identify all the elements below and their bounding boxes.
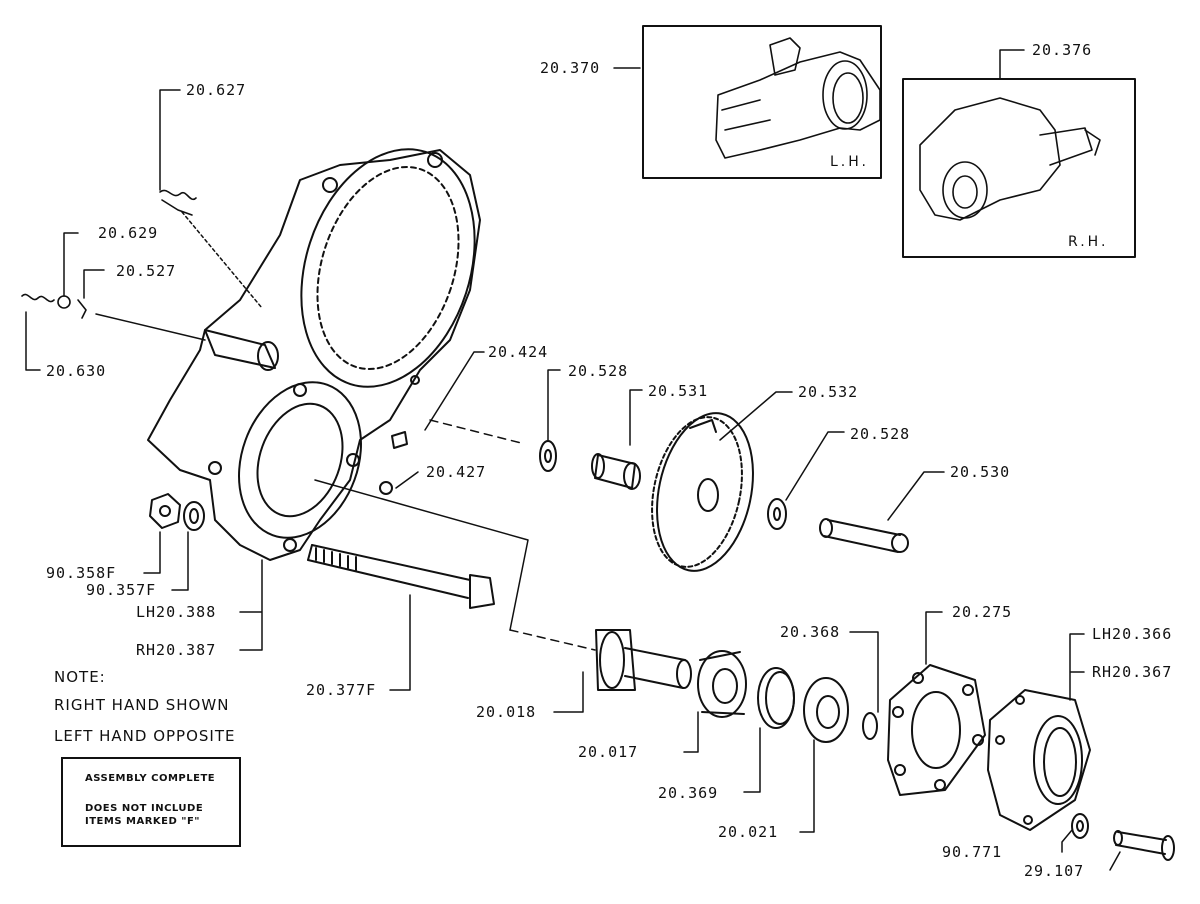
label-20-021: 20.021 bbox=[718, 823, 779, 841]
label-20-369: 20.369 bbox=[658, 784, 719, 802]
label-rh20-387: RH20.387 bbox=[136, 641, 217, 659]
main-housing bbox=[147, 148, 481, 561]
label-lh20-388: LH20.388 bbox=[136, 603, 217, 621]
label-20-376: 20.376 bbox=[1032, 41, 1093, 59]
bolt-29-107 bbox=[1113, 830, 1175, 861]
label-90-358f: 90.358F bbox=[46, 564, 117, 582]
inset-box-rh bbox=[902, 78, 1136, 258]
inset-lh-housing bbox=[715, 37, 881, 159]
label-20-527: 20.527 bbox=[116, 262, 177, 280]
assembly-note-box: ASSEMBLY COMPLETE DOES NOT INCLUDE ITEMS… bbox=[61, 757, 241, 847]
label-90-357f: 90.357F bbox=[86, 581, 157, 599]
label-20-018: 20.018 bbox=[476, 703, 537, 721]
inset-lh-caption: L.H. bbox=[830, 154, 869, 170]
label-20-627: 20.627 bbox=[186, 81, 247, 99]
label-20-528-right: 20.528 bbox=[850, 425, 911, 443]
label-20-370: 20.370 bbox=[540, 59, 601, 77]
label-lh20-366: LH20.366 bbox=[1092, 625, 1173, 643]
note-heading: NOTE: bbox=[54, 668, 106, 686]
label-20-629: 20.629 bbox=[98, 224, 159, 242]
washer-90-771 bbox=[1071, 813, 1089, 839]
inset-box-lh bbox=[642, 25, 882, 179]
label-20-532: 20.532 bbox=[798, 383, 859, 401]
gear-20-532 bbox=[651, 412, 754, 572]
label-90-771: 90.771 bbox=[942, 843, 1003, 861]
label-20-530: 20.530 bbox=[950, 463, 1011, 481]
label-20-424: 20.424 bbox=[488, 343, 549, 361]
label-20-275: 20.275 bbox=[952, 603, 1013, 621]
box-note-line-1: ASSEMBLY COMPLETE bbox=[85, 773, 216, 784]
box-note-line-2: DOES NOT INCLUDE bbox=[85, 803, 204, 814]
shaft-20-530 bbox=[819, 518, 909, 553]
roller-20-531 bbox=[591, 453, 641, 490]
washer-20-528-right bbox=[767, 498, 787, 530]
inset-rh-caption: R.H. bbox=[1068, 234, 1109, 250]
label-rh20-367: RH20.367 bbox=[1092, 663, 1173, 681]
snap-ring-20-368 bbox=[862, 712, 878, 740]
note-right-hand: RIGHT HAND SHOWN bbox=[54, 696, 230, 714]
retainer-20-366-367 bbox=[987, 689, 1091, 831]
note-left-hand: LEFT HAND OPPOSITE bbox=[54, 727, 236, 745]
label-20-427: 20.427 bbox=[426, 463, 487, 481]
spring-20-629 bbox=[21, 293, 87, 319]
bearing-20-017 bbox=[697, 650, 747, 718]
inset-rh-housing bbox=[919, 97, 1101, 221]
label-20-630: 20.630 bbox=[46, 362, 107, 380]
spring-20-627 bbox=[159, 189, 197, 216]
bearing-20-021 bbox=[803, 677, 849, 743]
label-20-368: 20.368 bbox=[780, 623, 841, 641]
leader-lines bbox=[25, 49, 1121, 871]
ball-20-427 bbox=[379, 481, 393, 495]
washer-90-357f bbox=[183, 501, 205, 531]
washer-20-528-left bbox=[539, 440, 557, 472]
label-20-017: 20.017 bbox=[578, 743, 639, 761]
bolt-20-377f bbox=[307, 544, 495, 609]
nut-90-358f bbox=[149, 493, 181, 529]
label-20-377f: 20.377F bbox=[306, 681, 377, 699]
shaft-20-018 bbox=[595, 629, 692, 691]
label-20-531: 20.531 bbox=[648, 382, 709, 400]
label-20-528-left: 20.528 bbox=[568, 362, 629, 380]
box-note-line-3: ITEMS MARKED "F" bbox=[85, 816, 201, 827]
gasket-20-275 bbox=[887, 664, 986, 796]
dowel-20-424 bbox=[391, 431, 408, 449]
ring-20-369 bbox=[757, 667, 795, 729]
label-29-107: 29.107 bbox=[1024, 862, 1085, 880]
